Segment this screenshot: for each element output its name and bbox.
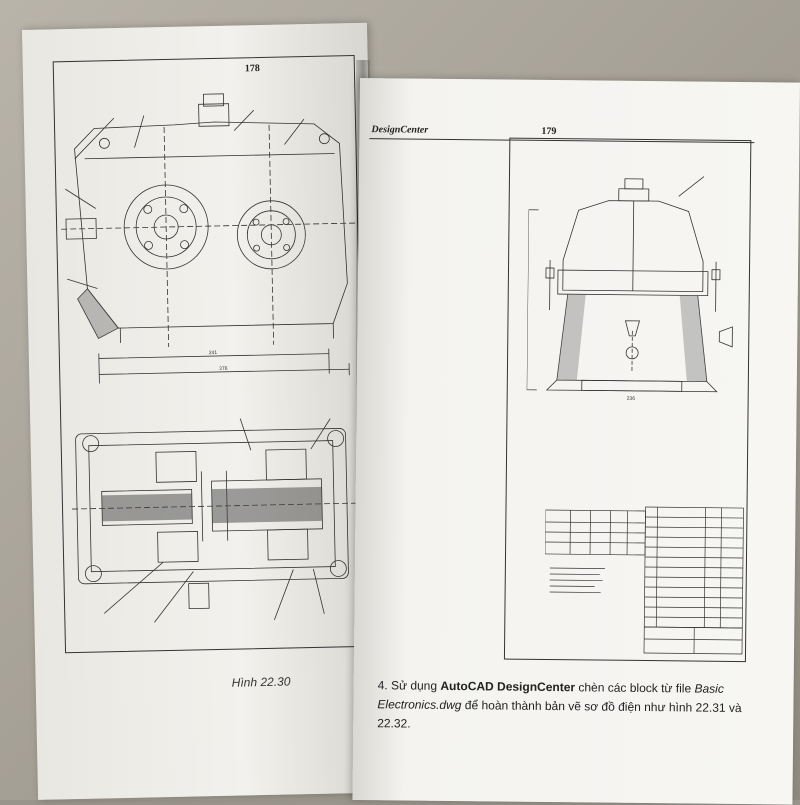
gearbox-side-view-drawing: 241 376 [61, 93, 357, 384]
figure-caption: Hình 22.30 [231, 674, 291, 690]
step-text-2: chèn các block từ file [578, 680, 692, 696]
running-header-title: DesignCenter [371, 124, 429, 136]
step-number: 4. [377, 678, 388, 693]
gearbox-front-view-drawing: 236 [526, 176, 733, 402]
right-page: DesignCenter 179 236 [352, 78, 800, 805]
step-bold-app-name: AutoCAD DesignCenter [440, 678, 576, 695]
step-instruction: 4. Sử dụng AutoCAD DesignCenter chèn các… [377, 676, 773, 737]
title-block-parts-list [544, 506, 744, 655]
gearbox-top-view-drawing [72, 418, 357, 623]
left-page: 178 [22, 22, 384, 800]
step-text-1: Sử dụng [390, 678, 438, 693]
right-page-number: 179 [541, 125, 557, 138]
dimension-236: 236 [627, 396, 636, 402]
dimension-241: 241 [209, 350, 218, 356]
dimension-376: 376 [219, 366, 228, 372]
